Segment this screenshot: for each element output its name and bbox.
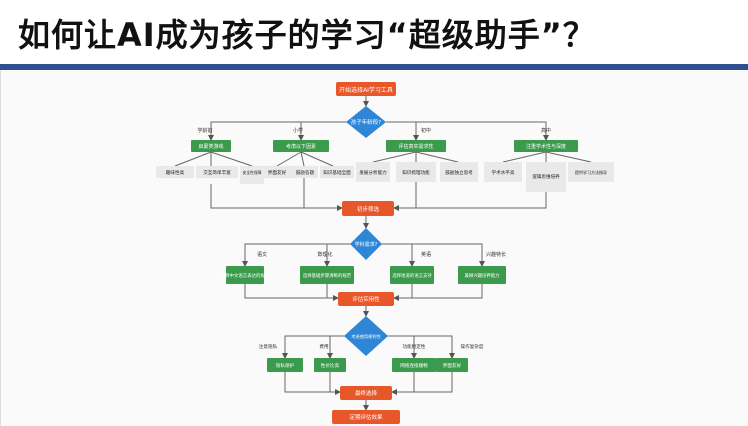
branch-label-chinese: 语文 xyxy=(257,251,267,258)
leaf-middle-2: 知识梳理功能 xyxy=(402,169,430,176)
leaf-middle-1: 发展分析能力 xyxy=(359,169,387,176)
branch-label-middle: 初中 xyxy=(421,127,431,134)
action-high: 注重学术性与深度 xyxy=(526,143,566,150)
action-middle: 评估真实需求性 xyxy=(398,143,433,150)
branch-label-preschool: 学龄前 xyxy=(197,127,212,134)
subject-action-math: 选择基础步骤清晰的规范 xyxy=(303,272,352,279)
consider-decision-label: 考虑使用便利性 xyxy=(351,333,380,340)
leaf-primary-2: 鼓励答题 xyxy=(296,169,315,176)
leaf-high-2: 逻辑思维培养 xyxy=(532,173,560,180)
leaf-middle-3: 鼓励独立思考 xyxy=(445,169,473,176)
subject-action-interest: 兼顾兴趣培养能力 xyxy=(464,272,499,279)
age-actions: 启蒙类游戏 考虑以下因素 评估真实需求性 注重学术性与深度 xyxy=(191,140,578,152)
title-bar: 如何让AI成为孩子的学习“超级助手”？ xyxy=(0,0,748,64)
flowchart: 开始选择AI学习工具 孩子年龄段? 学龄前 小学 初中 高中 启蒙类游戏 考虑以… xyxy=(156,82,614,424)
slide-title: 如何让AI成为孩子的学习“超级助手”？ xyxy=(18,16,596,54)
consider-action-privacy: 隐私保护 xyxy=(276,362,295,369)
leaf-preschool-2: 交互简单丰富 xyxy=(203,169,231,176)
age-decision-label: 孩子年龄段? xyxy=(351,118,382,126)
subject-decision: 学科需求? xyxy=(350,228,382,260)
leaf-high-3: 提供学习方法指导 xyxy=(575,169,607,175)
subject-branch-labels: 语文 数理化 英语 兴趣特长 xyxy=(257,251,506,258)
connectors xyxy=(174,96,592,411)
branch-label-math: 数理化 xyxy=(317,251,332,258)
consider-action-complexity: 界面友好 xyxy=(443,362,462,369)
leaf-preschool-1: 趣味性高 xyxy=(166,169,185,176)
action-preschool: 启蒙类游戏 xyxy=(198,143,223,150)
title-divider xyxy=(0,64,748,70)
end-label: 定期评估效果 xyxy=(349,413,383,421)
consider-action-cost: 性价比高 xyxy=(321,362,340,369)
action-primary: 考虑以下因素 xyxy=(286,143,316,150)
branch-label-privacy: 注意隐私 xyxy=(259,343,278,350)
branch-label-english: 英语 xyxy=(421,251,431,258)
initial-screen-label: 初步筛选 xyxy=(357,205,380,213)
branch-label-cost: 费用 xyxy=(319,343,329,350)
leaf-nodes: 趣味性高 交互简单丰富 安全性保障 界面友好 鼓励答题 知识基础全面 发展分析能… xyxy=(156,162,614,192)
branch-label-primary: 小学 xyxy=(293,127,303,134)
assess-label: 评估实用性 xyxy=(352,295,380,303)
final-select-node: 最终选择 xyxy=(340,386,392,400)
leaf-high-1: 学术水平高 xyxy=(492,169,515,176)
assess-node: 评估实用性 xyxy=(338,292,394,306)
leaf-primary-3: 知识基础全面 xyxy=(323,169,351,176)
subject-actions: 选择中文语言表达的规范 选择基础步骤清晰的规范 选择地道的语言支持 兼顾兴趣培养… xyxy=(221,266,506,284)
subject-action-english: 选择地道的语言支持 xyxy=(392,272,432,279)
consider-action-stability: 网络连接顺畅 xyxy=(400,362,428,369)
subject-action-chinese: 选择中文语言表达的规范 xyxy=(221,272,270,279)
leaf-primary-1: 界面友好 xyxy=(268,169,287,176)
branch-label-interest: 兴趣特长 xyxy=(486,251,506,258)
age-decision: 孩子年龄段? xyxy=(346,106,386,138)
start-node: 开始选择AI学习工具 xyxy=(336,82,396,96)
start-label: 开始选择AI学习工具 xyxy=(339,86,393,94)
consider-decision: 考虑使用便利性 xyxy=(344,316,388,356)
leaf-preschool-3: 安全性保障 xyxy=(243,170,262,175)
subject-decision-label: 学科需求? xyxy=(355,241,378,248)
consider-actions: 隐私保护 性价比高 网络连接顺畅 界面友好 xyxy=(267,358,468,372)
age-branch-labels: 学龄前 小学 初中 高中 xyxy=(197,127,551,134)
initial-screen-node: 初步筛选 xyxy=(342,201,394,216)
branch-label-high: 高中 xyxy=(541,127,551,134)
consider-branch-labels: 注意隐私 费用 功能稳定性 操作复杂度 xyxy=(259,343,484,350)
final-select-label: 最终选择 xyxy=(355,389,378,397)
branch-label-stability: 功能稳定性 xyxy=(403,343,426,350)
branch-label-complexity: 操作复杂度 xyxy=(461,343,484,350)
end-node: 定期评估效果 xyxy=(332,410,400,424)
